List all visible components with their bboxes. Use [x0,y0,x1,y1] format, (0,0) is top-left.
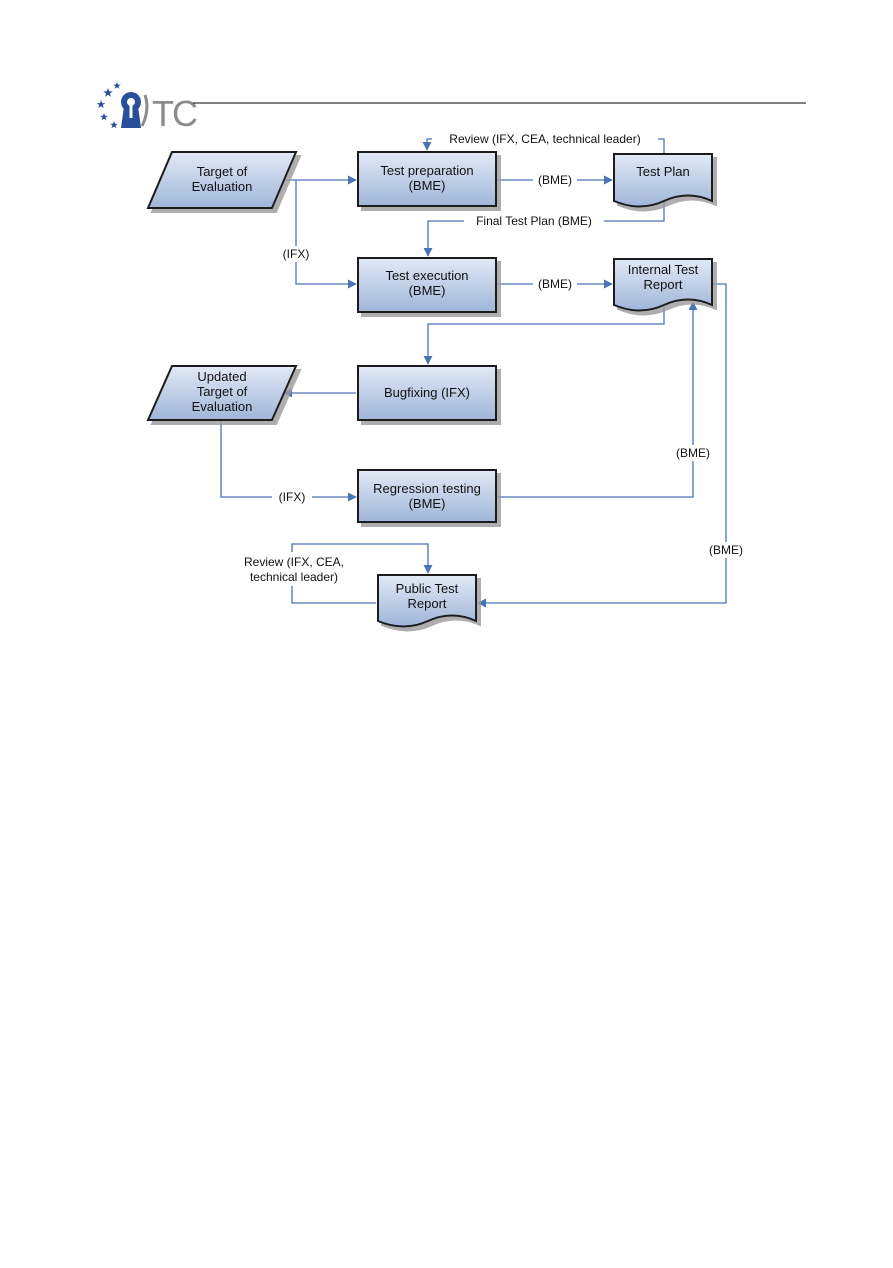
logo-text: TC [152,93,197,134]
text-line: Test preparation [380,163,473,178]
text-line: Report [407,596,446,611]
node-bugfixing: Bugfixing (IFX) [357,365,497,421]
text-line: technical leader) [250,570,338,584]
text-line: (IFX) [279,490,306,504]
node-label-test-preparation: Test preparation(BME) [380,163,473,193]
edge-label-review-public: Review (IFX, CEA,technical leader) [244,555,344,584]
edge-label-execution-to-report: (BME) [538,277,572,291]
edge-label-review-plan: Review (IFX, CEA, technical leader) [449,132,640,146]
edge-labels: Review (IFX, CEA, technical leader) (BME… [232,131,749,586]
edge-label-preparation-to-plan: (BME) [538,173,572,187]
text-line: Target of [197,164,248,179]
edge-report-to-public [477,283,727,608]
edge-regression-to-report [498,301,698,498]
node-label-test-execution: Test execution(BME) [385,268,468,298]
edge-updated-to-regression [220,420,357,502]
text-line: Review (IFX, CEA, technical leader) [449,132,640,146]
text-line: Final Test Plan (BME) [476,214,592,228]
text-line: TC [152,93,197,134]
text-line: (BME) [676,446,710,460]
itc-logo: TC [96,82,806,134]
edge-label-regression-to-report: (BME) [676,446,710,460]
text-line: Updated [197,369,246,384]
edge-label-toe-to-execution: (IFX) [283,247,310,261]
node-label-test-plan: Test Plan [636,164,689,179]
text-line: Target of [197,384,248,399]
edge-review-public [291,543,433,604]
logo-swoosh [140,94,149,127]
star-icon [96,82,121,129]
text-line: Internal Test [628,262,699,277]
edge-label-final-test-plan: Final Test Plan (BME) [476,214,592,228]
node-regression-testing: Regression testing(BME) [357,469,497,523]
edge-label-updated-to-regression: (IFX) [279,490,306,504]
text-line: Regression testing [373,481,481,496]
connectors [220,138,727,608]
text-line: Report [643,277,682,292]
text-line: (BME) [709,543,743,557]
edge-toe-to-execution [295,180,357,289]
text-line: (IFX) [283,247,310,261]
text-line: Public Test [396,581,459,596]
text-line: Test Plan [636,164,689,179]
edge-report-to-bugfixing [423,307,665,365]
text-line: (BME) [409,496,446,511]
text-line: Test execution [385,268,468,283]
edge-label-report-to-public: (BME) [709,543,743,557]
text-line: Review (IFX, CEA, [244,555,344,569]
text-line: (BME) [538,173,572,187]
node-label-bugfixing: Bugfixing (IFX) [384,385,470,400]
node-label-regression-testing: Regression testing(BME) [373,481,481,511]
text-line: Evaluation [192,179,253,194]
text-line: Evaluation [192,399,253,414]
text-line: Bugfixing (IFX) [384,385,470,400]
node-test-execution: Test execution(BME) [357,257,497,313]
node-test-plan: Test Plan [613,153,713,208]
node-test-preparation: Test preparation(BME) [357,151,497,207]
keyhole-icon [121,92,141,128]
text-line: (BME) [538,277,572,291]
text-line: (BME) [409,283,446,298]
text-line: (BME) [409,178,446,193]
